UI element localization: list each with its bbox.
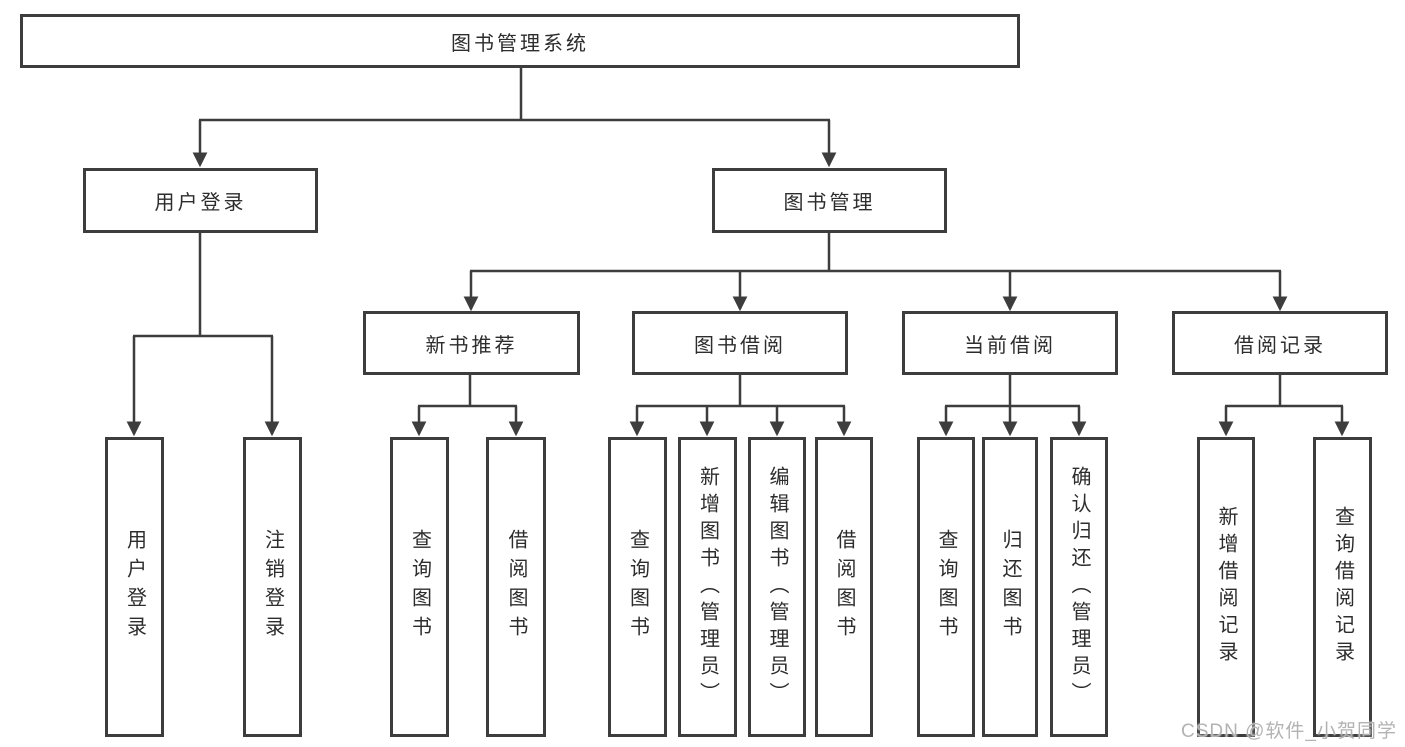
leaf-query-borrow-record: 查询借阅记录	[1313, 437, 1372, 737]
node-book-management: 图书管理	[712, 168, 947, 233]
leaf-label: 注销登录	[261, 529, 284, 645]
leaf-logout: 注销登录	[243, 437, 302, 737]
leaf-edit-books-admin: 编辑图书（管理员）	[748, 437, 806, 737]
leaf-label: 确认归还（管理员）	[1068, 465, 1090, 709]
leaf-borrow-books: 借阅图书	[815, 437, 873, 737]
leaf-label: 用户登录	[123, 529, 146, 645]
leaf-label: 查询图书	[626, 529, 649, 645]
leaf-return-books: 归还图书	[982, 437, 1038, 737]
leaf-user-login: 用户登录	[105, 437, 164, 737]
leaf-label: 新增图书（管理员）	[696, 465, 719, 709]
leaf-label: 借阅图书	[833, 529, 855, 645]
leaf-label: 归还图书	[999, 529, 1021, 645]
leaf-borrow-books-recommend: 借阅图书	[486, 437, 546, 737]
leaf-query-books-borrow: 查询图书	[608, 437, 667, 737]
node-current-borrowing: 当前借阅	[902, 311, 1118, 375]
node-root-system: 图书管理系统	[20, 14, 1020, 68]
node-borrowing-records: 借阅记录	[1172, 311, 1388, 375]
leaf-label: 查询借阅记录	[1331, 506, 1354, 668]
csdn-watermark: CSDN @软件_小贺同学	[1181, 721, 1397, 742]
node-user-login: 用户登录	[83, 168, 318, 233]
leaf-confirm-return-admin: 确认归还（管理员）	[1050, 437, 1108, 737]
node-new-book-recommend: 新书推荐	[363, 311, 580, 375]
leaf-label: 新增借阅记录	[1215, 506, 1237, 668]
leaf-add-borrow-record: 新增借阅记录	[1197, 437, 1255, 737]
leaf-query-books-recommend: 查询图书	[390, 437, 449, 737]
leaf-label: 编辑图书（管理员）	[766, 465, 788, 709]
leaf-label: 借阅图书	[505, 529, 527, 645]
leaf-add-books-admin: 新增图书（管理员）	[678, 437, 737, 737]
leaf-label: 查询图书	[408, 529, 431, 645]
node-book-borrowing: 图书借阅	[632, 311, 848, 375]
leaf-query-books-current: 查询图书	[917, 437, 975, 737]
leaf-label: 查询图书	[935, 529, 957, 645]
